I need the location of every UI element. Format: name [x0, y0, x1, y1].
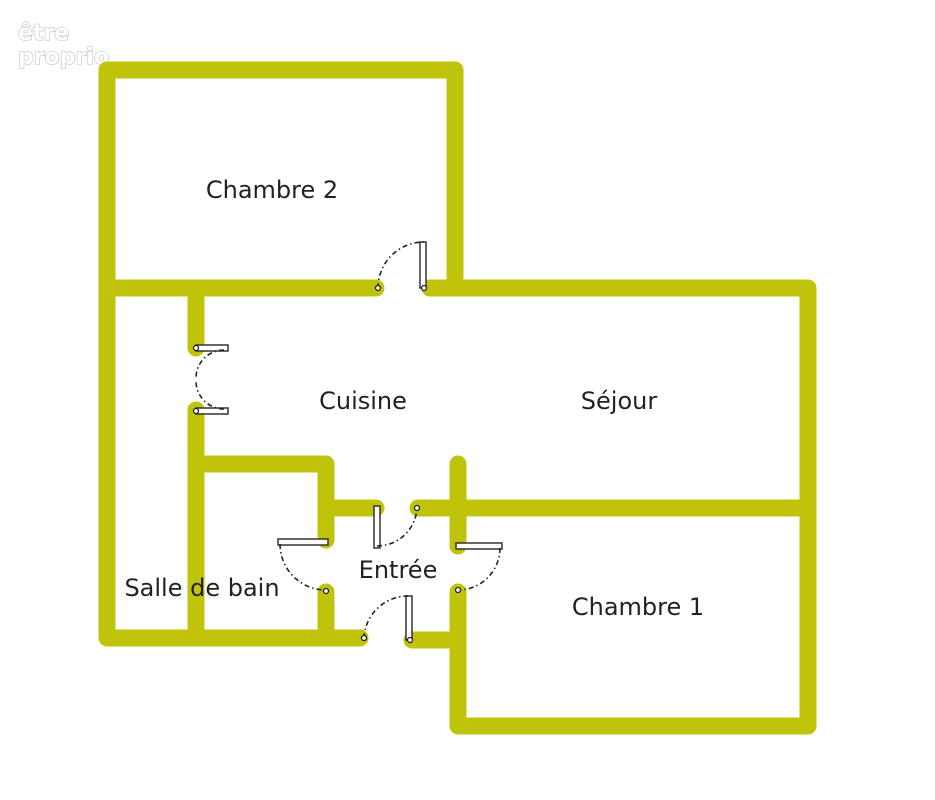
wall-bath-top — [187, 455, 335, 549]
door-swing — [195, 349, 225, 379]
door-swing — [377, 241, 425, 289]
door-swing — [279, 543, 327, 591]
brand-logo: être proprio — [17, 20, 109, 70]
door-leaf — [373, 505, 381, 549]
door-leaf — [277, 538, 329, 546]
label-salle-de-bain: Salle de bain — [124, 574, 279, 602]
door-hinge — [192, 407, 200, 415]
door-hinge — [374, 284, 382, 292]
door-corridor-double — [192, 344, 229, 415]
door-chambre2 — [374, 241, 428, 292]
door-chambre1 — [454, 542, 503, 594]
label-sejour: Séjour — [581, 387, 658, 415]
door-swing — [363, 595, 409, 639]
door-hinge — [454, 586, 462, 594]
door-leaf — [405, 595, 413, 641]
door-swing — [195, 380, 225, 410]
door-front-entrance — [360, 595, 414, 644]
door-hinge — [406, 636, 414, 644]
brand-line-1: être — [18, 21, 69, 46]
door-salle-de-bain — [277, 538, 330, 595]
door-hinge — [322, 587, 330, 595]
door-entree-top — [373, 504, 421, 549]
label-cuisine: Cuisine — [319, 387, 407, 415]
door-leaf — [419, 241, 427, 289]
label-entree: Entrée — [359, 556, 438, 584]
door-swing — [457, 547, 501, 591]
door-hinge — [192, 344, 200, 352]
label-chambre-2: Chambre 2 — [206, 176, 338, 204]
door-hinge — [360, 634, 368, 642]
walls — [98, 61, 817, 735]
brand-line-2: proprio — [18, 45, 109, 70]
label-chambre-1: Chambre 1 — [572, 593, 704, 621]
door-hinge — [413, 504, 421, 512]
door-hinge — [420, 284, 428, 292]
room-labels: Chambre 2 Cuisine Séjour Entrée Salle de… — [124, 176, 704, 621]
door-leaf — [455, 542, 503, 550]
